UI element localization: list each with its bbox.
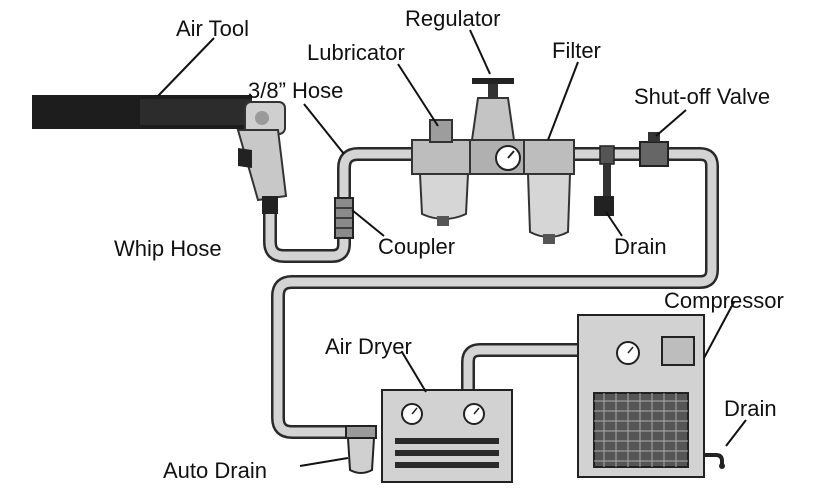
- compressor-drain-icon: [704, 453, 725, 469]
- label-shutoff-valve: Shut-off Valve: [634, 84, 770, 109]
- label-regulator: Regulator: [405, 6, 500, 31]
- label-whip-hose: Whip Hose: [114, 236, 222, 261]
- label-compressor: Compressor: [664, 288, 784, 313]
- label-drain-top: Drain: [614, 234, 667, 259]
- compressor-icon: [577, 314, 705, 478]
- label-air-tool: Air Tool: [176, 16, 249, 41]
- leader-lines: [157, 29, 747, 467]
- air-dryer-icon: [381, 389, 513, 483]
- shutoff-valve-icon: [639, 132, 669, 167]
- regulator-icon: [469, 78, 525, 175]
- drain-valve-icon: [594, 145, 615, 216]
- label-lubricator: Lubricator: [307, 40, 405, 65]
- label-drain-bottom: Drain: [724, 396, 777, 421]
- air-tool-icon: [32, 95, 288, 214]
- coupler-icon: [334, 197, 354, 239]
- lubricator-icon: [411, 119, 475, 226]
- label-auto-drain: Auto Drain: [163, 458, 267, 483]
- label-air-dryer: Air Dryer: [325, 334, 412, 359]
- labels: Air Tool Regulator Lubricator Filter 3/8…: [114, 6, 784, 483]
- label-filter: Filter: [552, 38, 601, 63]
- label-coupler: Coupler: [378, 234, 455, 259]
- filter-icon: [523, 139, 575, 244]
- label-hose-3-8: 3/8” Hose: [248, 78, 343, 103]
- auto-drain-icon: [345, 425, 377, 474]
